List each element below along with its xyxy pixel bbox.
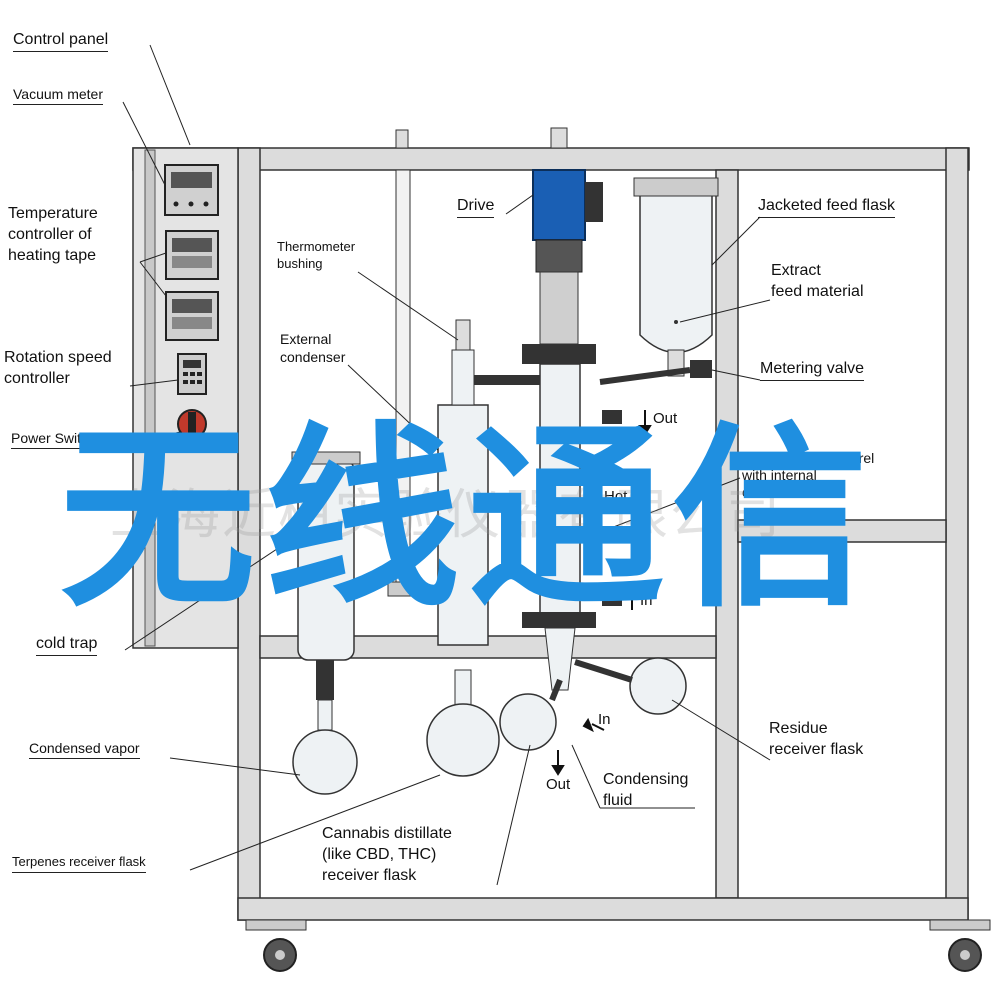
label-jacketed-glass-barrel: Jacketed glass barrel with internal cond… [742, 450, 874, 501]
label-rotation-line1: Rotation speed [4, 349, 112, 366]
flow-label-out-top: Out [653, 410, 678, 427]
caster-left [245, 919, 307, 972]
label-temperature-line2: controller of [8, 226, 92, 243]
leader-lines [121, 44, 771, 886]
cold-trap [291, 451, 361, 700]
label-temperature-line1: Temperature [8, 205, 98, 222]
label-condensed-vapor: Condensed vapor [29, 739, 140, 759]
label-rotation-line2: controller [4, 370, 70, 387]
condensed-vapor-flask [426, 669, 500, 777]
jacketed-glass-barrel [522, 363, 622, 691]
flow-label-out-bottom: Out [546, 776, 571, 793]
watermark: 上海近柏实验仪器有限公司 [110, 483, 782, 546]
equipment-frame [132, 147, 970, 921]
label-cold-trap: cold trap [36, 634, 98, 656]
label-barrel-line2: with internal [742, 467, 817, 483]
support-rod [387, 129, 419, 597]
label-rotation-speed: Rotation speed controller [4, 347, 112, 389]
label-external-condenser: External condenser [280, 330, 345, 366]
label-cannabis-line3: receiver flask [322, 867, 417, 884]
label-cannabis-line1: Cannabis distillate [322, 825, 452, 842]
label-thermometer-line2: bushing [277, 256, 323, 271]
label-power-switch: Power Switch [11, 429, 96, 449]
flow-arrows [551, 410, 652, 776]
label-external-line2: condenser [280, 349, 346, 365]
residue-flask [574, 657, 687, 715]
rotation-speed-controller-device [177, 353, 207, 395]
flow-label-in-mid: In [640, 592, 653, 609]
flow-label-in-bottom: In [598, 711, 611, 728]
label-barrel-line3: condenser [742, 484, 808, 500]
label-condensing-fluid: Condensing fluid [603, 769, 688, 811]
label-jacketed-feed-flask: Jacketed feed flask [758, 196, 895, 218]
vacuum-meter-device [164, 164, 219, 216]
label-control-panel: Control panel [13, 30, 109, 52]
label-cannabis-line2: (like CBD, THC) [322, 846, 437, 863]
label-metering-valve: Metering valve [760, 359, 865, 381]
label-residue-line2: receiver flask [769, 741, 864, 758]
label-extract-line1: Extract [771, 262, 821, 279]
label-drive: Drive [457, 196, 495, 218]
metering-valve [599, 360, 712, 385]
label-residue-line1: Residue [769, 720, 828, 737]
temperature-controller-device [165, 230, 219, 341]
distillate-flask [499, 678, 563, 751]
terpenes-flask [292, 699, 358, 795]
label-residue-receiver: Residue receiver flask [769, 718, 863, 760]
caster-right [929, 919, 991, 972]
label-extract-line2: feed material [771, 283, 864, 300]
label-vacuum-meter: Vacuum meter [13, 85, 103, 105]
label-thermometer-bushing: Thermometer bushing [277, 238, 355, 272]
label-condensing-line1: Condensing [603, 771, 689, 788]
label-hot: Hot [604, 488, 628, 505]
control-panel-body [132, 147, 239, 649]
label-temperature-line3: heating tape [8, 247, 97, 264]
external-condenser [437, 319, 540, 646]
drive-motor [522, 127, 603, 364]
label-cannabis-distillate: Cannabis distillate (like CBD, THC) rece… [322, 823, 452, 886]
label-extract-feed-material: Extract feed material [771, 260, 864, 302]
label-temperature-controller: Temperature controller of heating tape [8, 203, 98, 266]
jacketed-feed-flask [633, 177, 719, 377]
label-barrel-line1: Jacketed glass barrel [742, 450, 875, 466]
label-condensing-line2: fluid [603, 792, 633, 809]
label-external-line1: External [280, 331, 332, 347]
label-thermometer-line1: Thermometer [277, 239, 356, 254]
power-switch-device [177, 409, 207, 439]
label-terpenes-receiver: Terpenes receiver flask [12, 853, 146, 873]
overlay-text: 无线通信 [60, 406, 877, 634]
